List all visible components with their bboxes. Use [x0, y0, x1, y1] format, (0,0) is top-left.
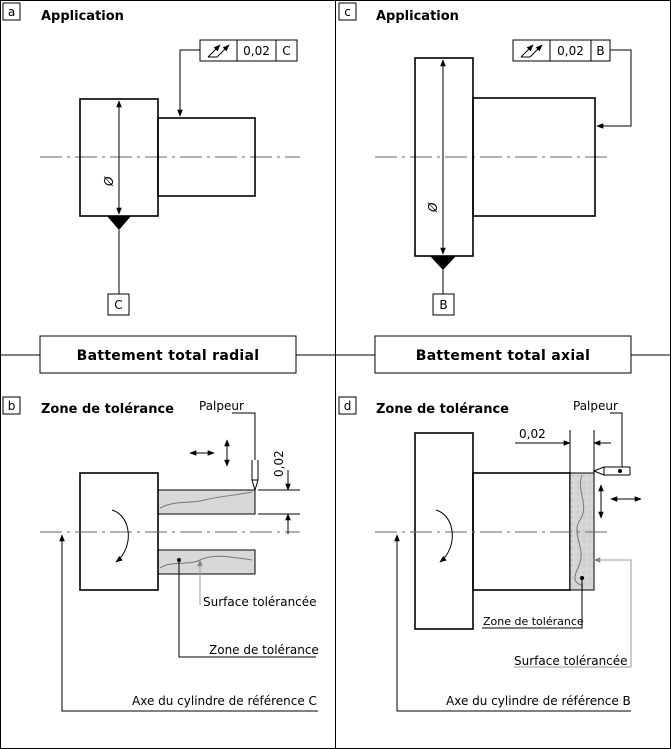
probe-icon [592, 412, 631, 476]
surface-label: Surface tolérancée [203, 595, 317, 609]
tol-value: 0,02 [519, 427, 546, 441]
fcf-datum: C [282, 44, 290, 58]
zone-leader [482, 578, 583, 629]
panel-d: d Zone de tolérance 0,02 Palpeur Zone de… [338, 396, 642, 712]
datum-letter: C [114, 298, 122, 312]
probe-label: Palpeur [573, 399, 618, 413]
probe-icon [232, 412, 259, 492]
feature-control-frame: 0,02 C [199, 39, 298, 62]
zone-label: Zone de tolérance [209, 643, 319, 657]
panel-title: Zone de tolérance [41, 402, 174, 417]
datum-box [432, 293, 455, 316]
axis-leader [59, 534, 318, 712]
panel-letter-box [338, 396, 357, 415]
surface-label: Surface tolérancée [514, 654, 628, 668]
axis-leader [394, 534, 631, 712]
total-runout-icon [520, 44, 543, 58]
zone-leader [178, 560, 316, 658]
panel-letter: b [8, 399, 16, 413]
actual-surface-top [159, 491, 253, 509]
fcf-datum: B [596, 44, 604, 58]
header-radial: Battement total radial [39, 335, 297, 374]
rotation-arrow-icon [111, 509, 129, 563]
panel-title: Zone de tolérance [376, 402, 509, 417]
panel-letter: d [344, 399, 352, 413]
header-radial-label: Battement total radial [77, 348, 260, 364]
fcf-value: 0,02 [557, 44, 584, 58]
panel-a: a Application Ø C 0,02 C [2, 2, 300, 316]
tol-value: 0,02 [272, 450, 286, 477]
panel-title: Application [376, 9, 459, 24]
fcf-leader [596, 49, 632, 129]
panel-b: b Zone de tolérance Palpeur 0,02 Surface… [2, 396, 319, 712]
axis-label: Axe du cylindre de référence B [446, 694, 631, 708]
small-cylinder [157, 117, 256, 197]
datum-box [107, 293, 130, 316]
rotation-arrow-icon [435, 509, 453, 563]
zone-label: Zone de tolérance [483, 615, 584, 628]
feature-control-frame: 0,02 B [512, 39, 611, 62]
fcf-leader [177, 49, 200, 117]
diameter-symbol: Ø [426, 202, 440, 213]
header-axial: Battement total axial [374, 335, 632, 374]
panel-title: Application [41, 9, 124, 24]
panel-letter-box [2, 396, 21, 415]
small-cylinder [472, 97, 596, 217]
header-axial-label: Battement total axial [416, 348, 591, 364]
panel-letter-box [2, 2, 21, 21]
tolerance-zone-bottom [157, 549, 256, 575]
large-cylinder [414, 432, 474, 630]
fcf-value: 0,02 [243, 44, 270, 58]
diameter-symbol: Ø [102, 176, 116, 187]
panel-letter-box [338, 2, 357, 21]
probe-label: Palpeur [199, 399, 244, 413]
actual-surface [574, 474, 585, 589]
panel-letter: a [8, 5, 15, 19]
total-runout-icon [207, 44, 230, 58]
surface-leader [514, 557, 632, 668]
datum-triangle-icon [430, 256, 456, 270]
axis-label: Axe du cylindre de référence C [132, 694, 317, 708]
panel-letter: c [344, 5, 351, 19]
datum-triangle-icon [107, 216, 131, 230]
panel-c: c Application Ø B 0,02 B [338, 2, 632, 316]
datum-letter: B [439, 298, 447, 312]
